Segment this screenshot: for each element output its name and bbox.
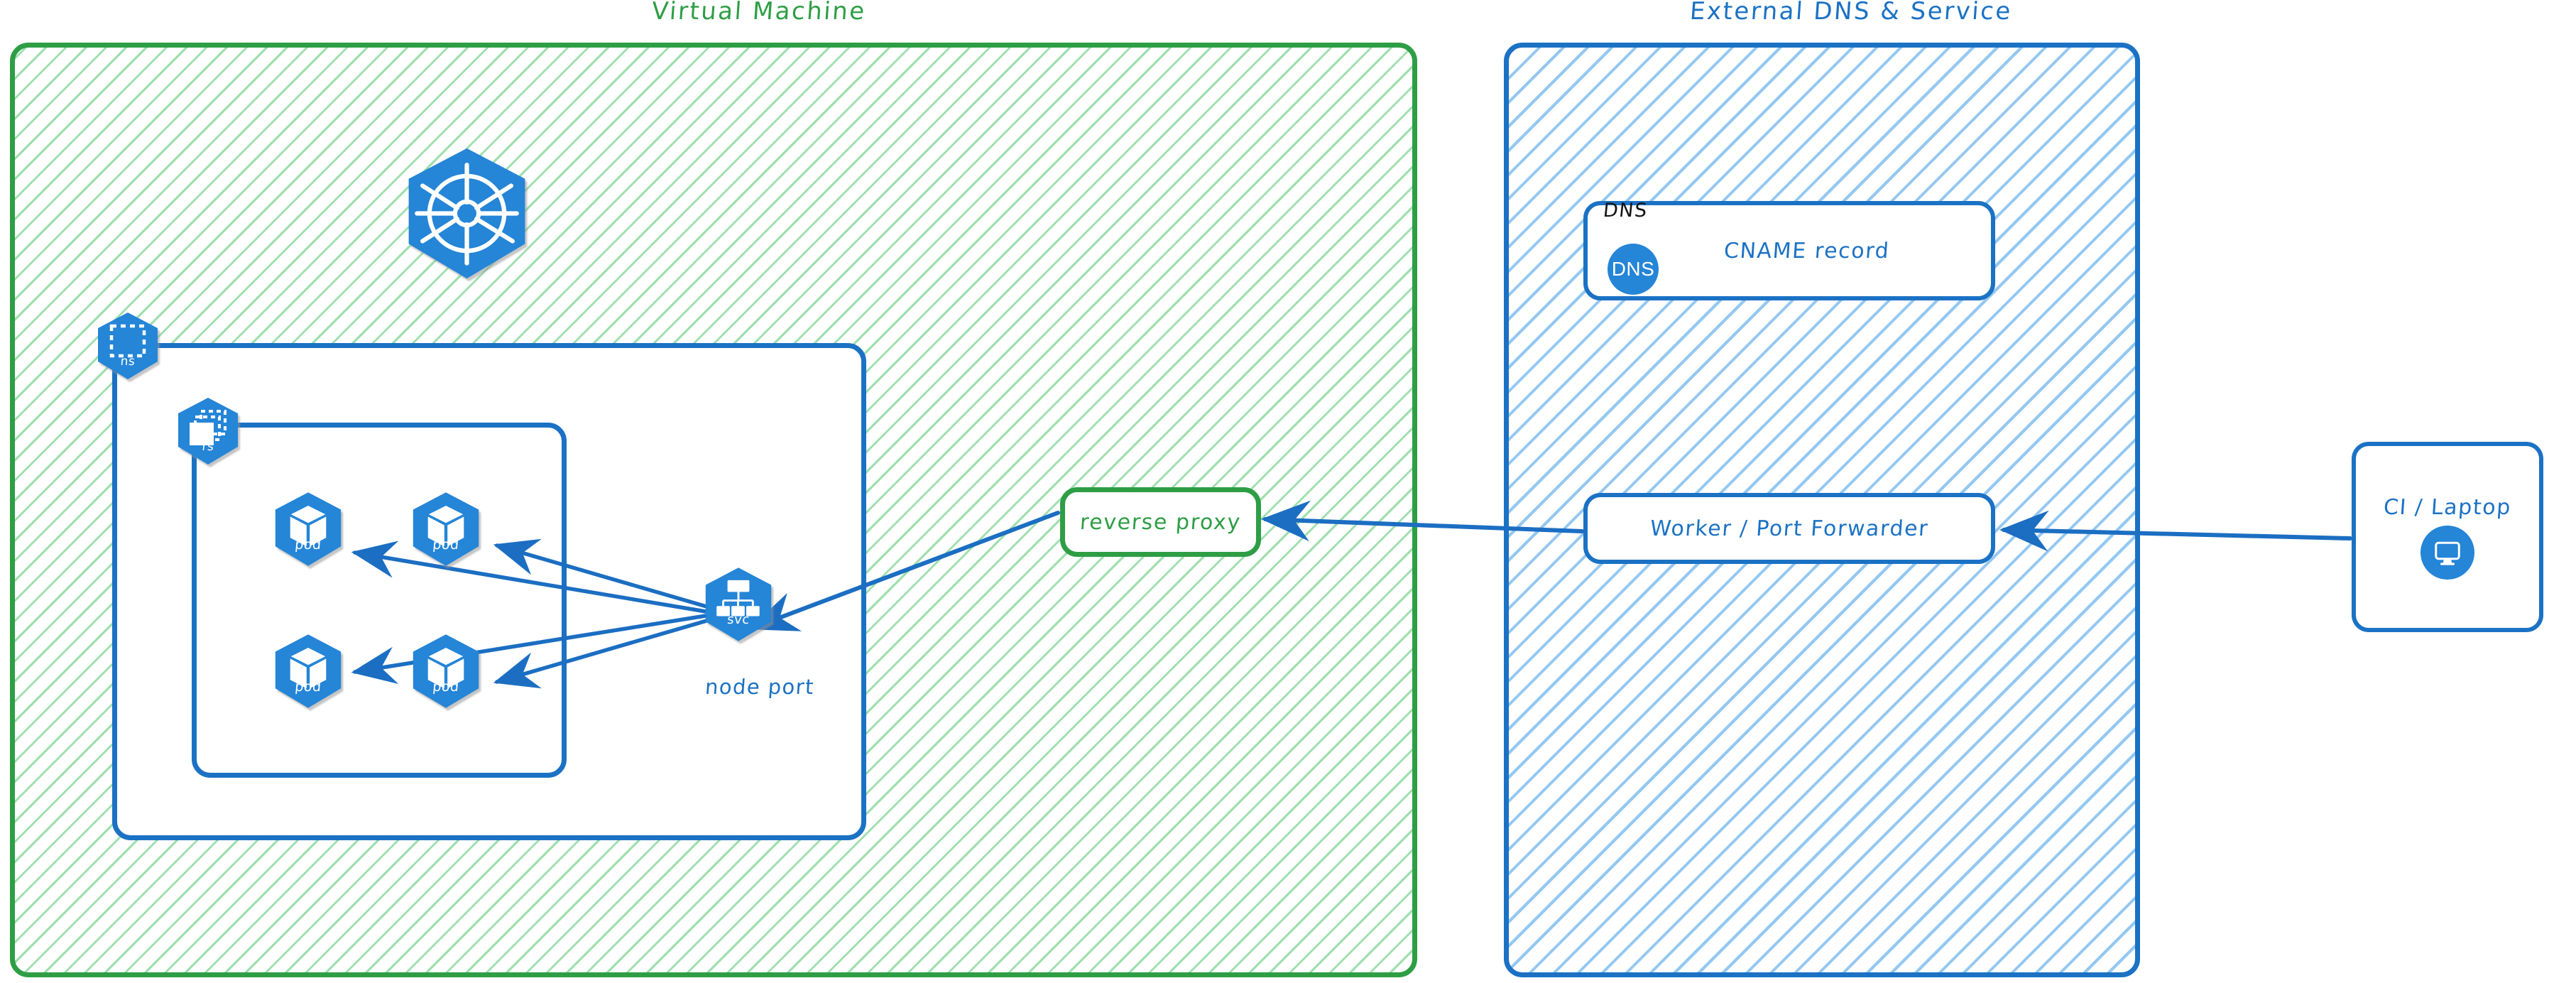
ci-laptop-label: CI / Laptop	[2382, 494, 2513, 520]
worker-label: Worker / Port Forwarder	[1649, 516, 1930, 541]
external-dns-service-title: External DNS & Service	[1688, 0, 2014, 26]
service-svc-icon: svc	[699, 565, 777, 643]
kubernetes-logo-icon	[398, 144, 536, 283]
pod-icon-4: pod	[407, 632, 485, 710]
ci-laptop-card[interactable]: CI / Laptop	[2352, 442, 2543, 632]
replicaset-rs-icon: rs	[173, 396, 244, 467]
reverse-proxy-label: reverse proxy	[1079, 509, 1243, 535]
dns-cname-card[interactable]: DNS DNS CNAME record	[1583, 200, 1995, 300]
replicaset-container	[192, 423, 567, 778]
cname-record-label: CNAME record	[1723, 238, 1891, 264]
namespace-ns-icon: ns	[92, 310, 163, 381]
dns-tag-label: DNS	[1602, 200, 1649, 222]
monitor-icon	[2421, 525, 2474, 580]
pod-icon-3: pod	[269, 632, 347, 710]
node-port-caption: node port	[704, 675, 816, 699]
pod-icon-2: pod	[407, 490, 485, 568]
worker-port-forwarder-card[interactable]: Worker / Port Forwarder	[1583, 493, 1995, 564]
dns-badge-icon: DNS	[1608, 244, 1659, 295]
reverse-proxy-card[interactable]: reverse proxy	[1060, 487, 1261, 557]
pod-icon-1: pod	[269, 490, 347, 568]
virtual-machine-title: Virtual Machine	[650, 0, 868, 26]
